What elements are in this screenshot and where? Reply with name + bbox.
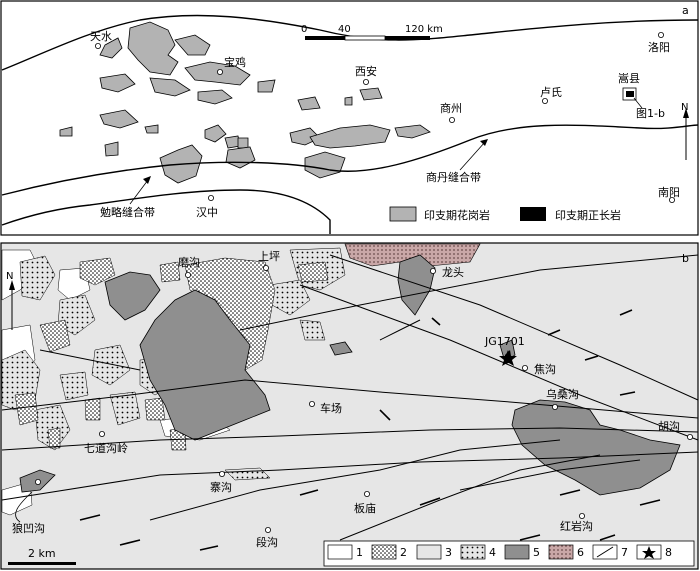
syenite-body [626,91,634,97]
city-hanzhong: 汉中 [196,206,218,219]
legend-granite-label: 印支期花岗岩 [424,208,490,222]
legend-b-swatch-6 [548,544,574,560]
city-xian: 西安 [355,64,377,78]
scale-bar-a: 0 40 120 km [301,24,443,41]
legend-b-swatch-1 [327,544,353,560]
figure-ref-label: 图1-b [636,107,665,120]
city-tianshui: 天水 [90,30,112,43]
place-wusanggou: 乌桑沟 [546,387,579,401]
unit-2-bodies [14,257,329,451]
study-area-box [622,87,637,101]
city-lushi: 卢氏 [540,86,562,99]
panel-b-frame [0,242,699,570]
place-langaogou: 狼凹沟 [12,521,45,535]
legend-b-swatch-5 [504,544,530,560]
fault-lines [1,254,699,541]
svg-text:2: 2 [400,546,407,559]
city-luoyang: 洛阳 [648,40,670,54]
northern-boundary-fault [1,14,699,71]
svg-text:N: N [6,271,13,282]
svg-text:3: 3 [445,546,452,559]
place-longtou: 龙头 [442,266,464,279]
svg-text:8: 8 [665,546,672,559]
svg-text:5: 5 [533,546,540,559]
place-jiaogou: 焦沟 [534,363,556,376]
place-duangou: 段沟 [256,535,278,549]
legend-syenite-swatch [520,207,546,221]
mianlue-suture-line [1,189,331,234]
svg-text:120 km: 120 km [405,24,443,35]
shangdan-suture-line [1,124,699,196]
legend-granite-swatch [389,206,417,222]
panel-b-letter: b [682,252,689,265]
north-arrow-a: N [681,102,689,160]
city-shangzhou: 商州 [440,101,462,115]
legend-b-swatch-2 [371,544,397,560]
sample-label: JG1701 [484,335,525,348]
place-qidaogouling: 七道沟岭 [84,441,128,455]
svg-text:7: 7 [621,546,628,559]
city-baoji: 宝鸡 [224,55,246,69]
legend-star-icon [642,546,656,559]
place-mogou: 磨沟 [178,256,200,269]
svg-text:4: 4 [489,546,496,559]
place-zhaigou: 寨沟 [210,480,232,494]
wusanggou-pluton [511,399,681,496]
panel-a-letter: a [682,4,689,17]
legend-b-swatch-4 [460,544,486,560]
panel-a: a [0,0,699,236]
place-markers [35,264,694,534]
svg-text:2 km: 2 km [28,547,56,560]
north-arrow-b: N [6,271,15,330]
scale-bar-b: 2 km [8,547,76,565]
city-songxian: 嵩县 [618,72,640,85]
place-hongyangou: 红岩沟 [560,519,593,533]
shangdan-suture-label: 商丹缝合带 [426,170,481,184]
legend-syenite-label: 印支期正长岩 [555,208,621,222]
place-chechang: 车场 [320,401,342,415]
city-markers [95,32,676,203]
legend-a: 印支期花岗岩 印支期正长岩 [389,206,621,222]
sample-star-icon [499,350,517,366]
svg-text:1: 1 [356,546,363,559]
panel-b: b [0,242,699,570]
legend-b: 1 2 3 4 5 6 7 8 [323,540,695,567]
mogou-pluton [139,289,271,441]
svg-text:40: 40 [338,24,351,35]
place-shangping: 上坪 [258,250,280,263]
mianlue-suture-label: 勉略缝合带 [100,205,155,219]
legend-b-swatch-3 [416,544,442,560]
place-hugou: 胡沟 [658,419,680,433]
svg-text:6: 6 [577,546,584,559]
svg-text:0: 0 [301,24,307,35]
svg-text:N: N [681,102,688,113]
place-banmiao: 板庙 [354,501,376,515]
city-nanyang: 南阳 [658,186,680,199]
dike-segments [79,309,661,551]
unit-5-bodies [19,254,681,496]
